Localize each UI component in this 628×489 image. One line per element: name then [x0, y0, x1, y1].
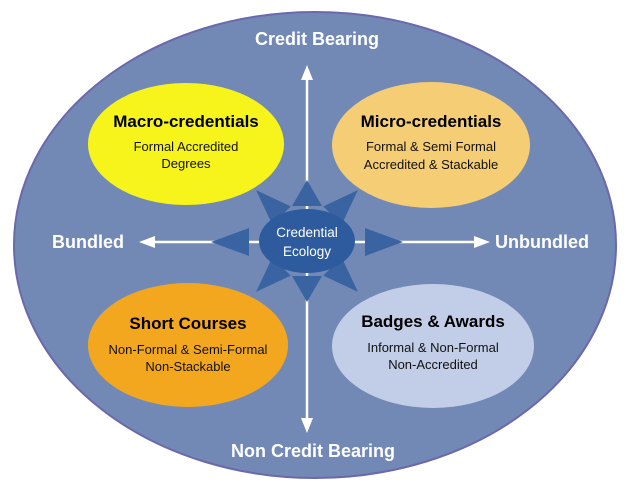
macro-credentials-text: Macro-credentials Formal Accredited Degr… [113, 112, 259, 171]
hub-triangle-lower-right-icon [323, 257, 358, 292]
micro-credentials-ellipse [332, 82, 530, 208]
right-arrow-head-icon [474, 236, 490, 248]
short-courses-subtitle-line1: Non-Formal & Semi-Formal [109, 342, 268, 357]
hub-triangles [211, 180, 403, 302]
badges-awards-subtitle-line2: Non-Accredited [388, 357, 478, 372]
left-arrow-head-icon [139, 236, 155, 248]
macro-credentials-title: Macro-credentials [113, 112, 259, 131]
short-courses-title: Short Courses [129, 314, 246, 333]
macro-credentials-ellipse [88, 83, 284, 205]
hub-triangle-down-icon [292, 276, 322, 302]
micro-credentials-subtitle-line1: Formal & Semi Formal [366, 139, 496, 154]
axis-label-top: Credit Bearing [255, 29, 379, 49]
micro-credentials-title: Micro-credentials [361, 112, 502, 131]
down-arrow-head-icon [301, 418, 313, 433]
hub-triangle-right-icon [365, 228, 403, 256]
macro-credentials-subtitle-line1: Formal Accredited [134, 139, 239, 154]
hub-triangle-up-icon [292, 180, 322, 206]
hub-triangle-left-icon [211, 228, 249, 256]
badges-awards-ellipse [332, 284, 534, 408]
axis-label-right: Unbundled [495, 232, 589, 252]
micro-credentials-text: Micro-credentials Formal & Semi Formal A… [361, 112, 502, 172]
hub-triangle-upper-left-icon [256, 190, 291, 225]
up-arrow-head-icon [301, 65, 313, 80]
badges-awards-text: Badges & Awards Informal & Non-Formal No… [361, 312, 505, 372]
center-hub-ellipse [259, 209, 355, 273]
center-hub-label-line1: Credential [276, 225, 338, 240]
short-courses-subtitle-line2: Non-Stackable [145, 359, 230, 374]
short-courses-ellipse [88, 283, 288, 407]
axis-label-bottom: Non Credit Bearing [231, 441, 395, 461]
center-hub-label-line2: Ecology [283, 244, 331, 259]
hub-triangle-upper-right-icon [323, 190, 358, 225]
badges-awards-title: Badges & Awards [361, 312, 505, 331]
badges-awards-subtitle-line1: Informal & Non-Formal [367, 340, 499, 355]
hub-triangle-lower-left-icon [256, 257, 291, 292]
micro-credentials-subtitle-line2: Accredited & Stackable [364, 157, 498, 172]
axis-label-left: Bundled [52, 232, 124, 252]
short-courses-text: Short Courses Non-Formal & Semi-Formal N… [109, 314, 268, 374]
macro-credentials-subtitle-line2: Degrees [161, 156, 211, 171]
